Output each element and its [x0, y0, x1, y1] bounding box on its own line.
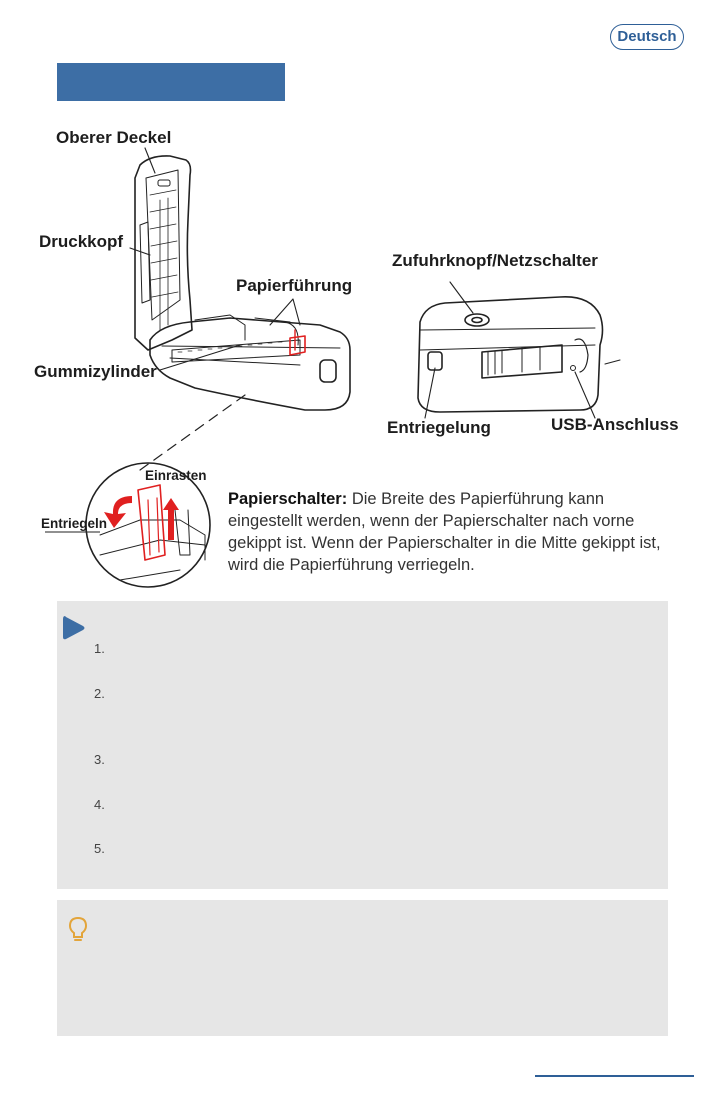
paper-switch-zoom [85, 462, 211, 588]
note-box [57, 601, 668, 889]
label-lock: Einrasten [145, 468, 207, 483]
label-paper-guide: Papierführung [236, 276, 353, 295]
description-term: Papierschalter: [228, 490, 348, 508]
label-top-cover: Oberer Deckel [56, 128, 172, 147]
note-number: 1. [94, 641, 105, 656]
footer-line [535, 1075, 694, 1077]
label-unlock: Entriegeln [41, 516, 108, 531]
label-feed-button: Zufuhrknopf/Netzschalter [392, 251, 598, 270]
lock-arrow [163, 498, 179, 540]
open-printer-base [149, 314, 351, 411]
paper-switch-description: Papierschalter: Die Breite des Papierfüh… [228, 488, 668, 576]
label-release: Entriegelung [387, 418, 491, 437]
section-title-bar [57, 63, 285, 101]
open-printer-lid [134, 155, 193, 351]
note-number: 2. [94, 686, 105, 701]
label-rubber-roller: Gummizylinder [34, 362, 157, 381]
note-number: 4. [94, 797, 105, 812]
unlock-arrow [104, 496, 132, 528]
tip-box [57, 900, 668, 1036]
note-number: 5. [94, 841, 105, 856]
note-number: 3. [94, 752, 105, 767]
language-badge[interactable]: Deutsch [610, 24, 684, 50]
closed-printer [417, 296, 604, 413]
play-icon [63, 616, 85, 640]
label-print-head: Druckkopf [39, 232, 124, 251]
description-text: Die Breite des Papierführung kann einges… [228, 490, 661, 574]
label-usb: USB-Anschluss [551, 415, 679, 434]
lightbulb-icon [68, 916, 88, 941]
zoom-dashed-line [139, 394, 246, 471]
leader-lines [129, 147, 621, 419]
